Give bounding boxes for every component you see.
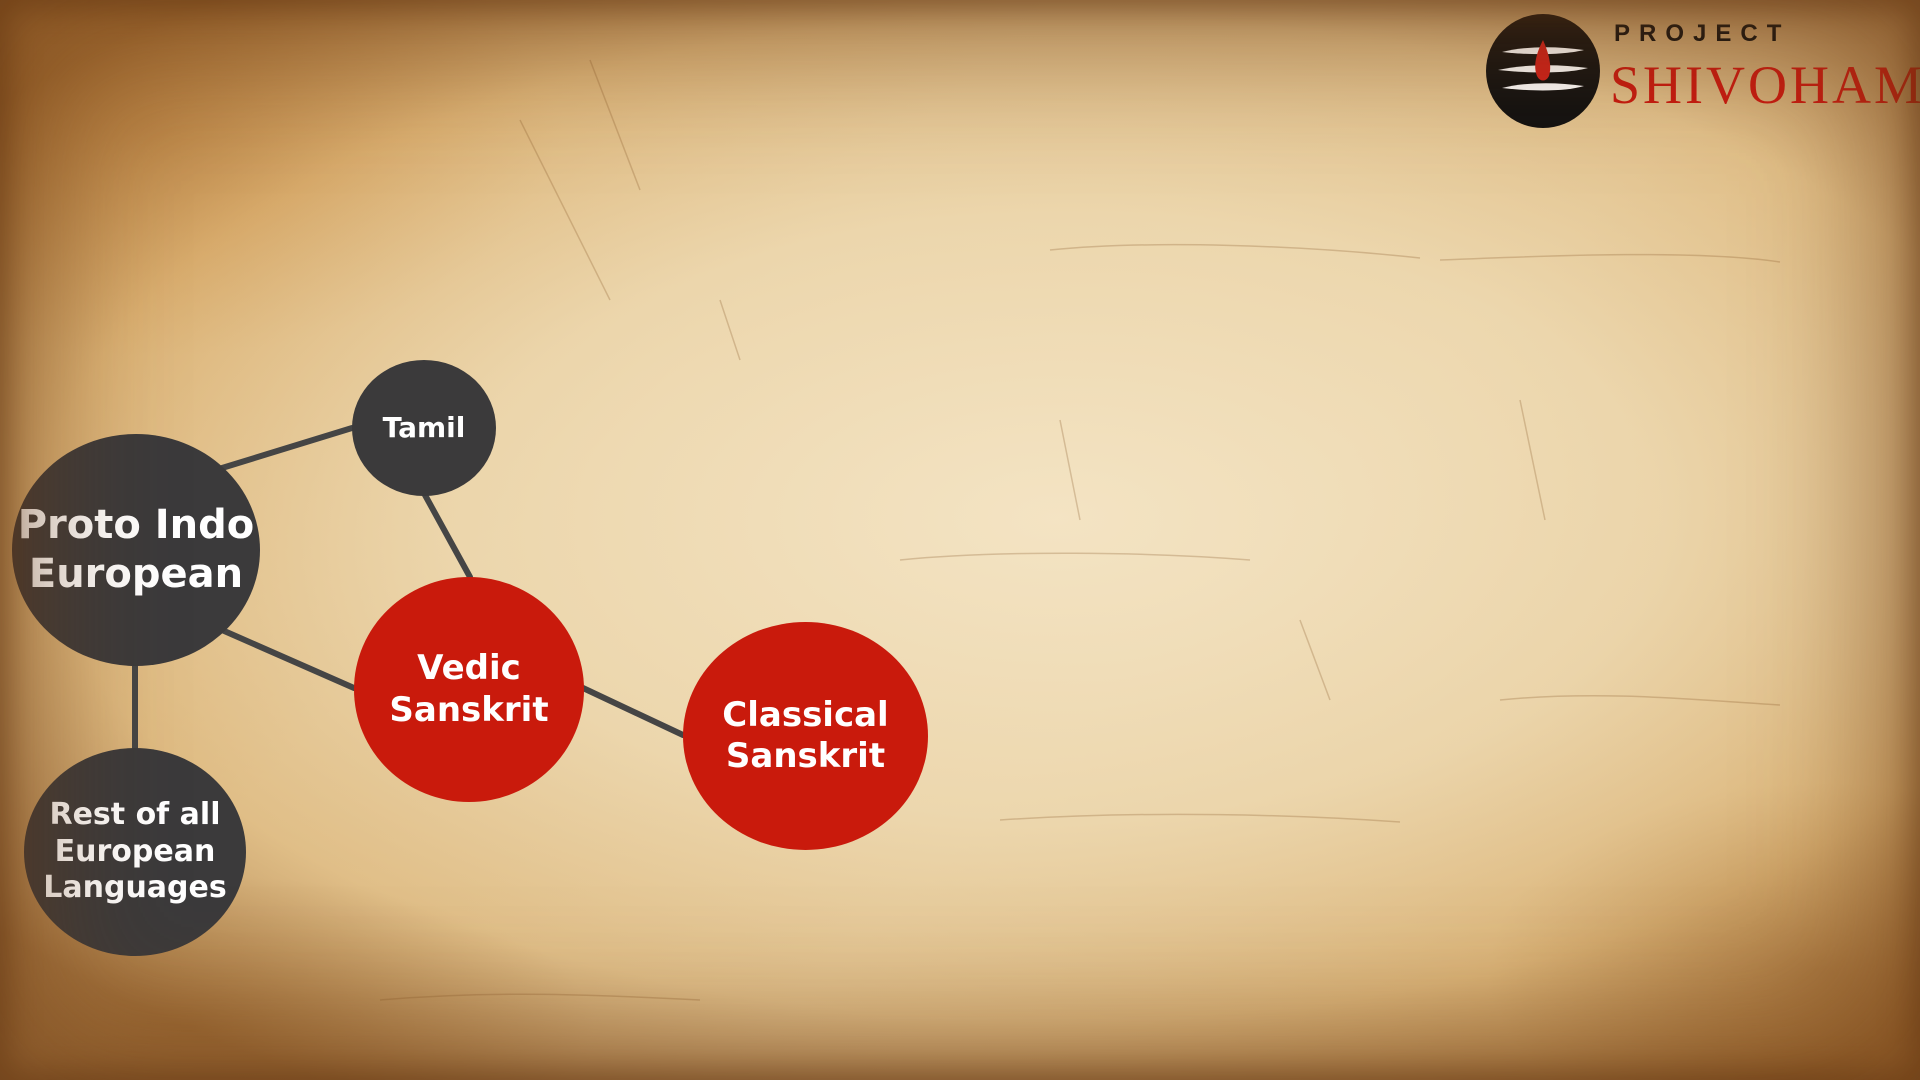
node-rest-line2: European xyxy=(54,833,216,869)
node-proto-line2: European xyxy=(28,551,244,597)
node-vedic-line1: Vedic xyxy=(417,648,521,689)
logo-project-text: PROJECT xyxy=(1614,20,1791,47)
node-classical-line1: Classical xyxy=(722,694,889,735)
tripundra-mark-icon xyxy=(1486,14,1600,128)
project-shivoham-logo: PROJECT SHIVOHAM xyxy=(1486,14,1920,130)
node-rest-of-european-languages: Rest of all European Languages xyxy=(24,748,246,956)
link-tamil-vedic xyxy=(422,492,473,580)
logo-shivoham-text: SHIVOHAM xyxy=(1610,55,1920,115)
link-proto-tamil xyxy=(219,425,355,471)
node-rest-line3: Languages xyxy=(43,870,227,906)
link-vedic-classical xyxy=(580,685,686,738)
node-tamil-label: Tamil xyxy=(382,410,466,444)
node-tamil: Tamil xyxy=(352,360,496,496)
node-classical-sanskrit: Classical Sanskrit xyxy=(683,622,928,850)
node-vedic-line2: Sanskrit xyxy=(389,689,549,730)
node-vedic-sanskrit: Vedic Sanskrit xyxy=(354,577,584,802)
node-proto-line1: Proto Indo xyxy=(17,502,255,549)
node-rest-line1: Rest of all xyxy=(49,797,221,833)
node-classical-line2: Sanskrit xyxy=(725,736,886,776)
node-proto-indo-european: Proto Indo European xyxy=(12,434,260,666)
link-proto-vedic xyxy=(219,627,357,691)
